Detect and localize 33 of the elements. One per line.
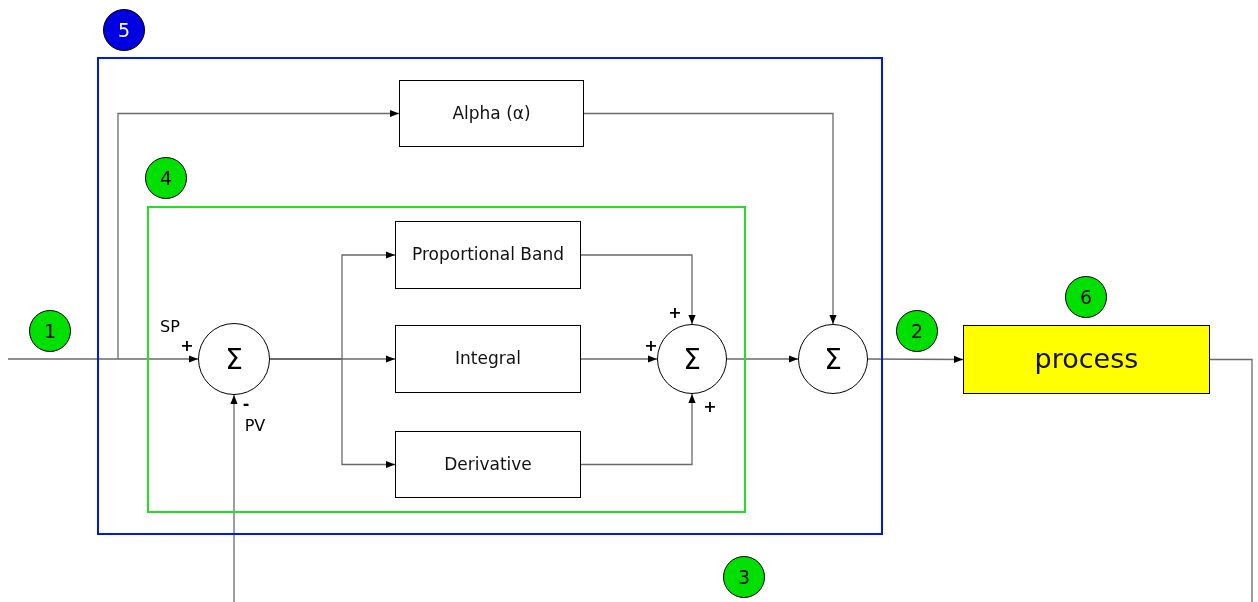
callout-number: 4	[145, 157, 187, 199]
group-frame	[147, 206, 746, 513]
summing-junction: Σ	[798, 324, 868, 394]
arrow	[7, 355, 199, 363]
signal-label: SP	[160, 316, 180, 336]
arrow	[726, 355, 799, 363]
signal-label: PV	[244, 415, 266, 435]
block-box: Integral	[395, 325, 581, 393]
sign-label: +	[644, 335, 658, 355]
arrow	[583, 112, 837, 325]
arrow	[580, 355, 658, 363]
arrow	[580, 254, 696, 325]
block-box: Proportional Band	[395, 221, 581, 289]
arrow	[580, 393, 696, 466]
sign-label: +	[703, 396, 717, 416]
sign-label: -	[242, 393, 250, 413]
summing-junction: Σ	[198, 323, 270, 395]
sign-label: +	[668, 302, 682, 322]
process-box: process	[963, 325, 1210, 394]
callout-number: 6	[1065, 276, 1107, 318]
callout-number: 2	[896, 310, 938, 352]
arrow	[867, 355, 964, 364]
callout-number: 3	[723, 556, 765, 598]
callout-number: 5	[103, 9, 145, 51]
arrow	[230, 394, 238, 602]
block-box: Derivative	[395, 431, 581, 498]
arrow	[269, 358, 396, 469]
block-box: Alpha (α)	[399, 80, 584, 147]
arrow	[117, 109, 400, 360]
group-frame	[97, 57, 883, 535]
sign-label: +	[180, 335, 194, 355]
summing-junction: Σ	[657, 324, 727, 394]
callout-number: 1	[29, 310, 71, 352]
